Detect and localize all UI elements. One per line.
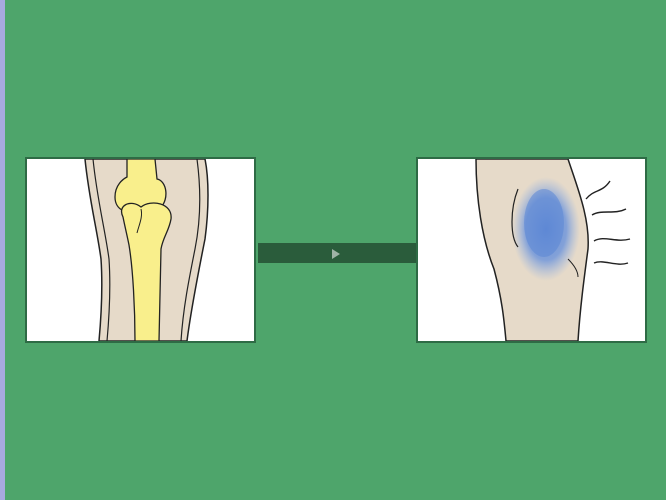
pain-line-2: [592, 209, 626, 215]
bruised-knee-illustration: [418, 159, 645, 341]
play-button[interactable]: [328, 246, 344, 260]
pain-line-1: [586, 181, 610, 199]
slide-left-border: [0, 0, 5, 500]
pain-line-4: [594, 262, 628, 264]
leg-bone-illustration: [27, 159, 254, 341]
leg-bone-illustration-panel: [25, 157, 256, 343]
bruised-knee-illustration-panel: [416, 157, 647, 343]
bruise-core: [524, 189, 564, 257]
play-icon: [328, 247, 344, 261]
pain-line-3: [594, 239, 630, 241]
